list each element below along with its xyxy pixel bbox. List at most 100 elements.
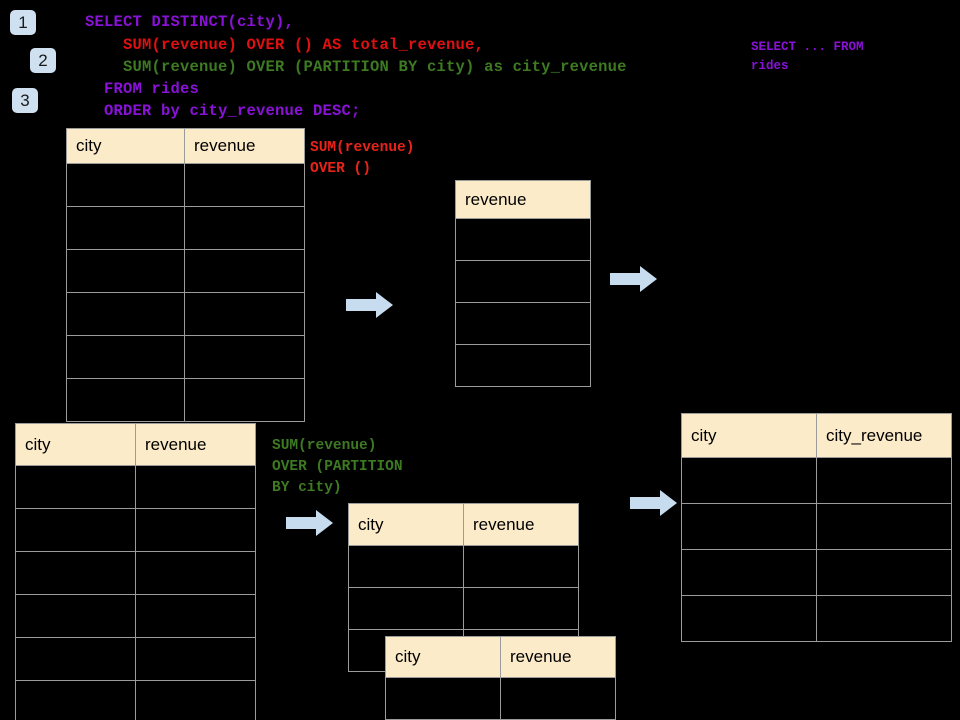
cell-city	[66, 206, 185, 250]
arrow-right-icon	[286, 510, 333, 536]
sql-line-select: SELECT DISTINCT(city),	[85, 13, 295, 31]
cell-city	[385, 677, 501, 720]
cell-revenue	[455, 344, 591, 387]
cell-revenue	[455, 260, 591, 303]
column-header-city-revenue: city_revenue	[816, 413, 952, 458]
table-row	[455, 302, 591, 345]
cell-revenue	[455, 218, 591, 261]
step-badge-3[interactable]: 3	[12, 88, 38, 113]
cell-revenue	[500, 677, 616, 720]
cell-city	[66, 378, 185, 422]
cell-city	[348, 587, 464, 630]
column-header-city: city	[385, 636, 501, 678]
cell-revenue	[135, 551, 256, 595]
table-row	[15, 680, 256, 720]
table-row	[681, 457, 952, 504]
cell-city-revenue	[816, 595, 952, 642]
table-header-row: city revenue	[385, 636, 616, 678]
cell-city	[15, 594, 136, 638]
cell-city	[66, 292, 185, 336]
column-header-revenue: revenue	[135, 423, 256, 466]
table-row	[681, 503, 952, 550]
cell-city	[15, 551, 136, 595]
cell-revenue	[184, 163, 305, 207]
column-header-city: city	[348, 503, 464, 546]
table-source-rides-top: city revenue	[66, 128, 305, 422]
table-header-row: city city_revenue	[681, 413, 952, 458]
cell-revenue	[463, 587, 579, 630]
cell-revenue	[184, 206, 305, 250]
column-header-city: city	[66, 128, 185, 164]
sql-line-order-by: ORDER by city_revenue DESC;	[85, 102, 361, 120]
table-row	[15, 594, 256, 638]
table-row	[66, 335, 305, 379]
cell-city	[66, 163, 185, 207]
table-final-result: city city_revenue	[681, 413, 952, 642]
column-header-revenue: revenue	[184, 128, 305, 164]
table-row	[66, 378, 305, 422]
arrow-right-icon	[346, 292, 393, 318]
sql-line-city-revenue: SUM(revenue) OVER (PARTITION BY city) as…	[85, 58, 627, 76]
cell-revenue	[463, 545, 579, 588]
table-row	[66, 206, 305, 250]
table-row	[348, 587, 579, 630]
cell-revenue	[135, 508, 256, 552]
sql-line-from: FROM rides	[85, 80, 200, 98]
table-header-row: revenue	[455, 180, 591, 219]
cell-revenue	[135, 637, 256, 681]
table-row	[681, 549, 952, 596]
column-header-revenue: revenue	[463, 503, 579, 546]
cell-city	[681, 503, 817, 550]
table-row	[66, 163, 305, 207]
column-header-revenue: revenue	[455, 180, 591, 219]
cell-city-revenue	[816, 503, 952, 550]
cell-city	[15, 680, 136, 720]
table-source-rides-bottom: city revenue	[15, 423, 256, 720]
table-row	[15, 465, 256, 509]
column-header-revenue: revenue	[500, 636, 616, 678]
table-total-revenue-window: revenue	[455, 180, 591, 387]
table-row	[455, 260, 591, 303]
sql-line-total-revenue: SUM(revenue) OVER () AS total_revenue,	[85, 36, 485, 54]
table-row	[455, 344, 591, 387]
cell-revenue	[135, 594, 256, 638]
annotation-sum-over-partition: SUM(revenue) OVER (PARTITION BY city)	[272, 438, 403, 496]
table-row	[15, 551, 256, 595]
cell-city	[681, 549, 817, 596]
table-header-row: city revenue	[15, 423, 256, 466]
table-row	[681, 595, 952, 642]
table-row	[385, 677, 616, 720]
table-row	[66, 249, 305, 293]
table-city-partition-b: city revenue	[385, 636, 616, 720]
cell-city-revenue	[816, 457, 952, 504]
column-header-city: city	[681, 413, 817, 458]
cell-revenue	[184, 335, 305, 379]
step-badge-1-label: 1	[18, 13, 28, 32]
cell-revenue	[135, 680, 256, 720]
cell-city	[681, 595, 817, 642]
cell-city	[681, 457, 817, 504]
table-row	[66, 292, 305, 336]
cell-revenue	[184, 378, 305, 422]
table-row	[348, 545, 579, 588]
table-row	[15, 508, 256, 552]
cell-city	[66, 249, 185, 293]
step-badge-2[interactable]: 2	[30, 48, 56, 73]
cell-city-revenue	[816, 549, 952, 596]
cell-revenue	[184, 292, 305, 336]
cell-revenue	[455, 302, 591, 345]
arrow-right-icon	[630, 490, 677, 516]
column-header-city: city	[15, 423, 136, 466]
cell-city	[15, 637, 136, 681]
cell-city	[66, 335, 185, 379]
table-header-row: city revenue	[66, 128, 305, 164]
table-header-row: city revenue	[348, 503, 579, 546]
step-badge-2-label: 2	[38, 51, 48, 70]
side-note-select-from-rides-line2: rides	[751, 59, 789, 73]
step-badge-3-label: 3	[20, 91, 30, 110]
cell-city	[15, 465, 136, 509]
step-badge-1[interactable]: 1	[10, 10, 36, 35]
table-row	[15, 637, 256, 681]
cell-revenue	[135, 465, 256, 509]
cell-city	[348, 545, 464, 588]
